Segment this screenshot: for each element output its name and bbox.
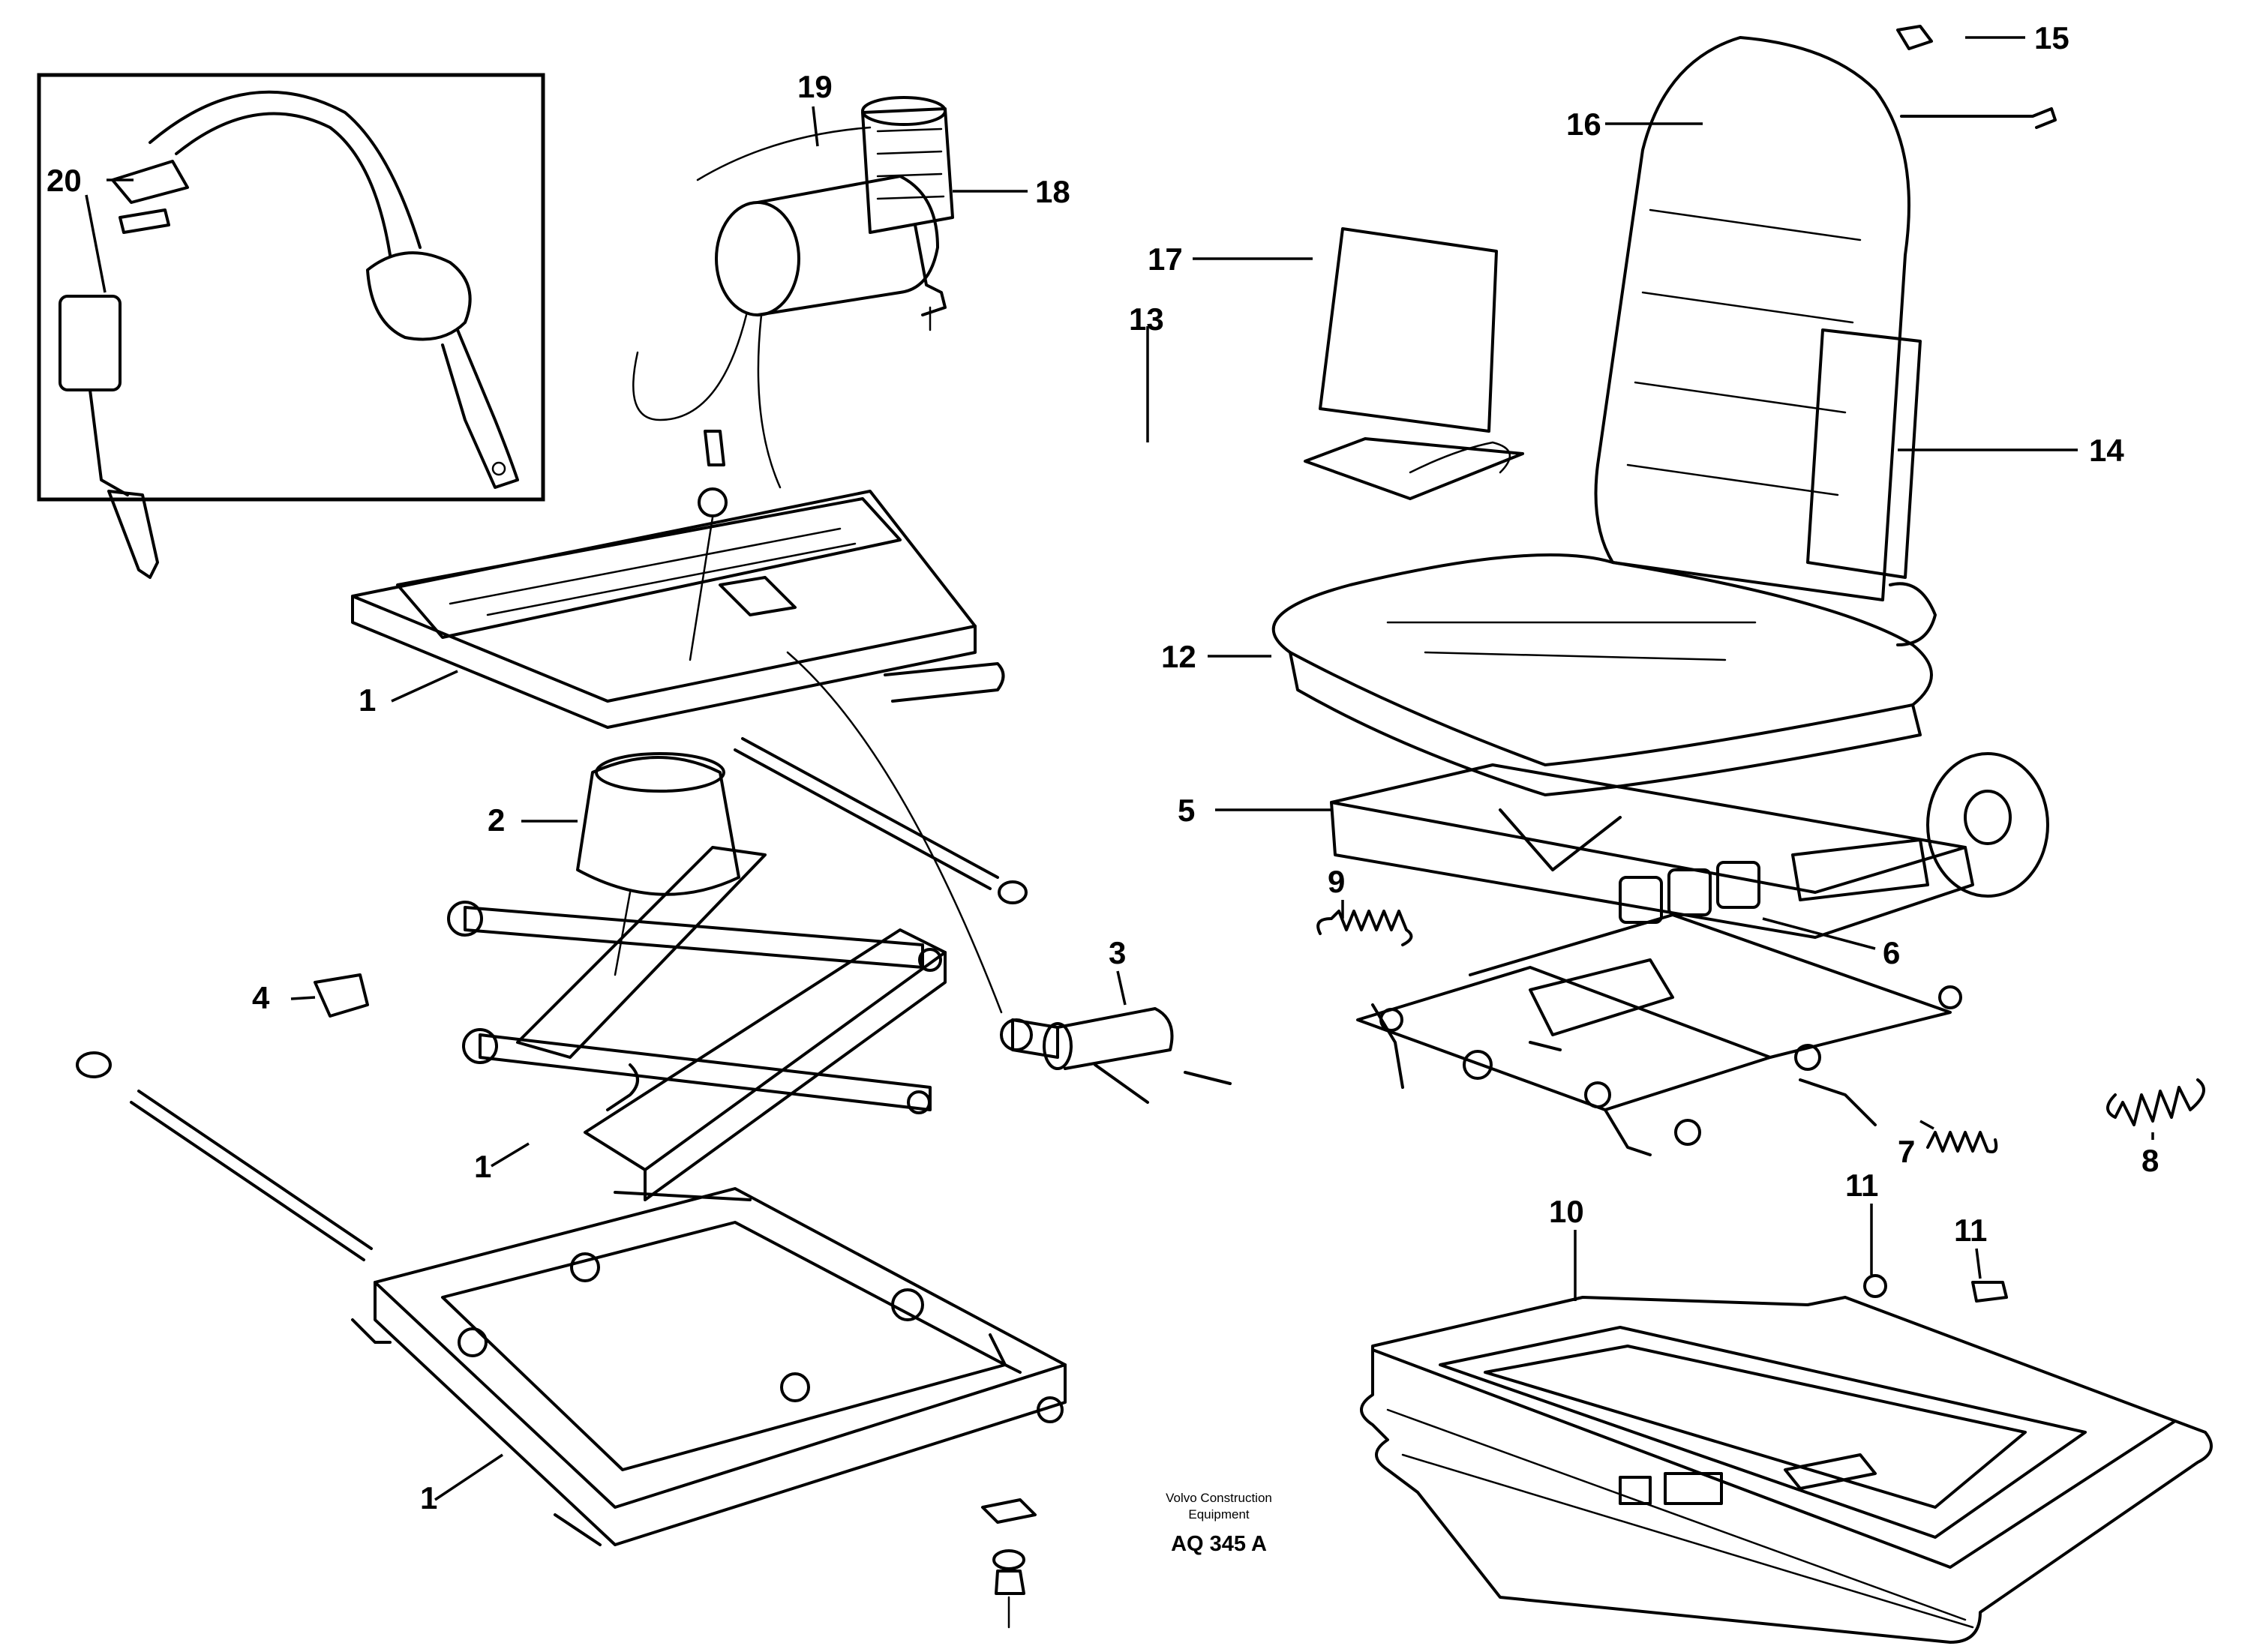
callout-19: 19 — [797, 69, 833, 104]
credit-line-2: Equipment — [1188, 1507, 1250, 1522]
callout-17: 17 — [1148, 241, 1183, 277]
callout-13: 13 — [1129, 301, 1164, 337]
pin — [1900, 107, 2057, 129]
callout-8: 8 — [2141, 1143, 2159, 1178]
callout-2: 2 — [488, 802, 505, 838]
callout-4: 4 — [252, 980, 270, 1015]
callout-6: 6 — [1883, 935, 1900, 970]
upper-seat-frame — [351, 430, 1005, 729]
lower-base-frame — [351, 1187, 1067, 1629]
compressor-motor — [632, 96, 954, 489]
callout-5: 5 — [1178, 793, 1195, 828]
callout-15: 15 — [2034, 20, 2069, 55]
leader-lines — [85, 36, 2154, 1501]
credit-line-1: Volvo Construction — [1166, 1491, 1272, 1505]
callout-12: 12 — [1161, 639, 1196, 674]
air-spring — [576, 752, 740, 976]
callout-3: 3 — [1109, 935, 1126, 970]
callout-9: 9 — [1328, 864, 1345, 899]
callout-1-scissor: 1 — [474, 1149, 491, 1184]
callout-16: 16 — [1566, 106, 1601, 142]
spring-9 — [1316, 910, 1413, 946]
heating-pads — [1304, 227, 1922, 579]
callout-labels: 1 1 1 1 2 3 4 5 6 7 8 9 10 11 11 12 13 1… — [47, 20, 2159, 1516]
nut-rod — [998, 880, 1028, 904]
callout-11-clip: 11 — [1954, 1213, 1987, 1248]
seat-assembly — [1271, 36, 1937, 796]
document-id: AQ 345 A — [1171, 1532, 1267, 1556]
gas-spring — [786, 651, 1232, 1104]
callout-1-upper-frame: 1 — [359, 682, 376, 718]
rod-upper — [734, 737, 999, 890]
callout-18: 18 — [1035, 174, 1070, 209]
seat-frame — [1330, 752, 2049, 939]
bellows-cover — [1360, 1274, 2213, 1644]
scissor-mechanism — [314, 846, 947, 1201]
spring-7 — [1926, 1131, 1998, 1153]
inset-frame — [37, 73, 545, 502]
callout-20: 20 — [47, 163, 82, 198]
seat-belt-inset — [37, 73, 545, 579]
callout-10: 10 — [1549, 1194, 1584, 1229]
rod-lower — [130, 1090, 373, 1261]
spring-8 — [2106, 1078, 2205, 1126]
headrest-knob — [1896, 25, 1933, 50]
callout-11-screw: 11 — [1845, 1168, 1878, 1203]
callout-1-base-frame: 1 — [420, 1480, 437, 1516]
slide-mechanism — [1356, 913, 1962, 1156]
washer-rod — [76, 1051, 112, 1078]
callout-7: 7 — [1898, 1134, 1915, 1169]
callout-14: 14 — [2089, 433, 2124, 468]
